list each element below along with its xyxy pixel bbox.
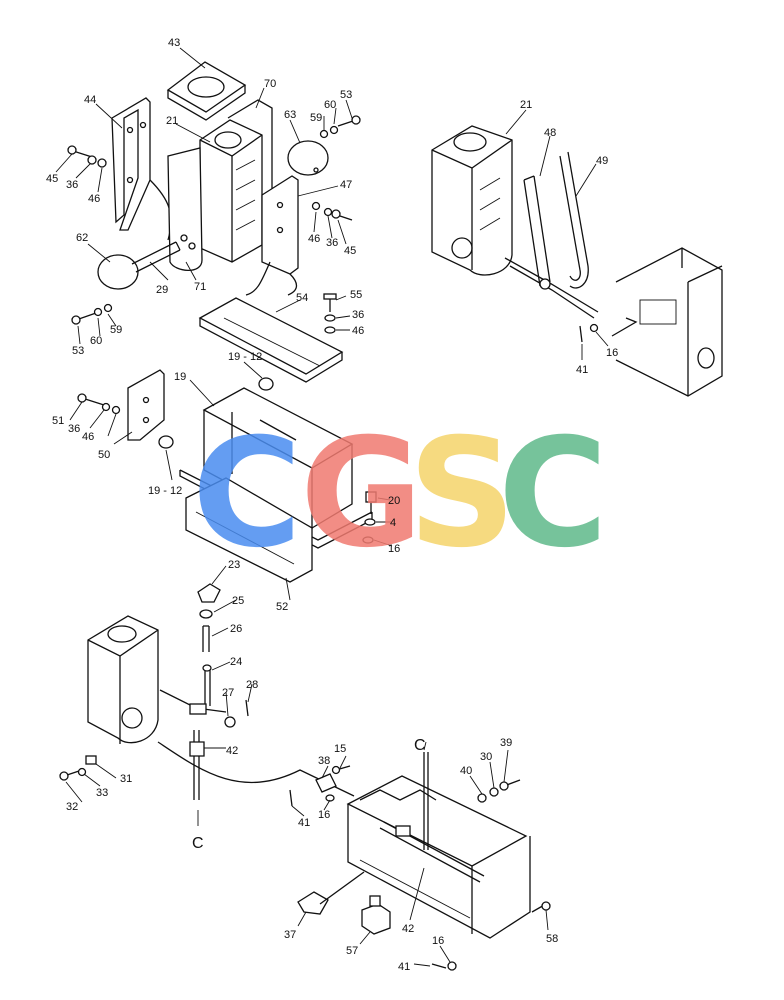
label-62: 62 bbox=[76, 232, 88, 244]
label-41: 41 bbox=[298, 817, 310, 829]
label-16: 16 bbox=[388, 543, 400, 555]
label-45: 45 bbox=[46, 173, 58, 185]
label-60: 60 bbox=[324, 99, 336, 111]
label-24: 24 bbox=[230, 656, 242, 668]
label-60: 60 bbox=[90, 335, 102, 347]
label-50: 50 bbox=[98, 449, 110, 461]
label-40: 40 bbox=[460, 765, 472, 777]
washer-36 bbox=[87, 155, 97, 165]
label-32: 32 bbox=[66, 801, 78, 813]
label-27: 27 bbox=[222, 687, 234, 699]
label-58: 58 bbox=[546, 933, 558, 945]
label-25: 25 bbox=[232, 595, 244, 607]
label-53: 53 bbox=[340, 89, 352, 101]
watermark-letter: C bbox=[498, 407, 608, 581]
middle-assembly bbox=[69, 361, 393, 601]
lower-right-assembly bbox=[289, 741, 551, 971]
watermark-letter: S bbox=[408, 407, 516, 581]
label-44: 44 bbox=[84, 94, 96, 106]
label-49: 49 bbox=[596, 155, 608, 167]
label-59: 59 bbox=[110, 324, 122, 336]
label-36: 36 bbox=[352, 309, 364, 321]
label-20: 20 bbox=[388, 495, 400, 507]
label-46: 46 bbox=[82, 431, 94, 443]
label-39: 39 bbox=[500, 737, 512, 749]
label-38: 38 bbox=[318, 755, 330, 767]
label-41: 41 bbox=[576, 364, 588, 376]
screw-53-bottom bbox=[71, 312, 97, 325]
label-31: 31 bbox=[120, 773, 132, 785]
screw-55 bbox=[323, 293, 337, 312]
label-16: 16 bbox=[432, 935, 444, 947]
label-21-right: 21 bbox=[520, 99, 532, 111]
top-right-assembly bbox=[431, 109, 723, 397]
label-37: 37 bbox=[284, 929, 296, 941]
connector-label-c-left: C bbox=[192, 835, 204, 852]
label-51: 51 bbox=[52, 415, 64, 427]
label-15: 15 bbox=[334, 743, 346, 755]
label-47: 47 bbox=[340, 179, 352, 191]
label-21: 21 bbox=[166, 115, 178, 127]
label-63: 63 bbox=[284, 109, 296, 121]
label-53: 53 bbox=[72, 345, 84, 357]
label-59: 59 bbox=[310, 112, 322, 124]
top-left-assembly bbox=[55, 47, 361, 383]
label-29: 29 bbox=[156, 284, 168, 296]
lower-left-assembly bbox=[59, 565, 355, 826]
label-48: 48 bbox=[544, 127, 556, 139]
label-42: 42 bbox=[402, 923, 414, 935]
label-16: 16 bbox=[606, 347, 618, 359]
label-43: 43 bbox=[168, 37, 180, 49]
label-19-12: 19 - 12 bbox=[228, 351, 262, 363]
label-52: 52 bbox=[276, 601, 288, 613]
label-33: 33 bbox=[96, 787, 108, 799]
watermark-letter: C bbox=[192, 407, 302, 581]
washer-46 bbox=[97, 158, 107, 168]
label-46: 46 bbox=[352, 325, 364, 337]
label-54: 54 bbox=[296, 292, 308, 304]
label-36: 36 bbox=[66, 179, 78, 191]
watermark-letter: G bbox=[300, 407, 423, 581]
label-28: 28 bbox=[246, 679, 258, 691]
screw-45-right bbox=[331, 209, 353, 221]
label-36: 36 bbox=[68, 423, 80, 435]
label-45: 45 bbox=[344, 245, 356, 257]
label-55: 55 bbox=[350, 289, 362, 301]
label-46: 46 bbox=[308, 233, 320, 245]
label-19: 19 bbox=[174, 371, 186, 383]
label-57: 57 bbox=[346, 945, 358, 957]
label-16: 16 bbox=[318, 809, 330, 821]
screw-53-top bbox=[337, 115, 361, 127]
label-19-12-lower: 19 - 12 bbox=[148, 485, 182, 497]
label-42: 42 bbox=[226, 745, 238, 757]
label-46: 46 bbox=[88, 193, 100, 205]
screw-45 bbox=[67, 145, 93, 158]
label-41: 41 bbox=[398, 961, 410, 973]
label-26: 26 bbox=[230, 623, 242, 635]
label-23: 23 bbox=[228, 559, 240, 571]
label-30: 30 bbox=[480, 751, 492, 763]
label-4: 4 bbox=[390, 517, 396, 529]
watermark: C G S C bbox=[192, 407, 608, 581]
part-labels: 43 44 70 21 63 59 60 53 45 36 46 47 46 3… bbox=[46, 37, 618, 973]
label-70: 70 bbox=[264, 78, 276, 90]
connector-label-c-right: C bbox=[414, 737, 426, 754]
label-71: 71 bbox=[194, 281, 206, 293]
label-36: 36 bbox=[326, 237, 338, 249]
